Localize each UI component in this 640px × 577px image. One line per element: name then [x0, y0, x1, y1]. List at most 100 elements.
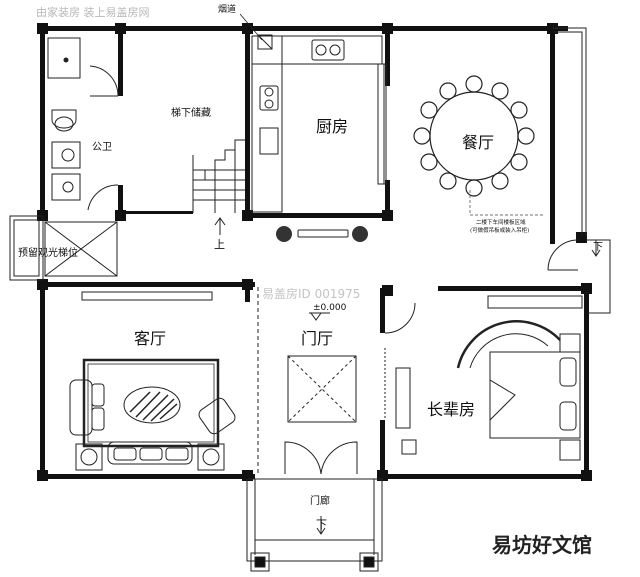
- wall-elder-left-low: [380, 420, 385, 478]
- porch-column: [359, 552, 379, 572]
- window-shelf: [297, 229, 349, 238]
- dining-note-2: (可做假吊板或装入吊柜): [470, 226, 529, 234]
- stair-up-label: 上: [214, 238, 225, 251]
- bath-door-swing: [89, 65, 119, 97]
- wall-elder-top: [438, 286, 588, 291]
- tv-cabinet: [81, 291, 213, 301]
- column: [115, 23, 126, 34]
- counter-side: [251, 35, 283, 213]
- side-door: [547, 239, 579, 271]
- column: [581, 283, 592, 294]
- toilet-icon: [51, 109, 77, 129]
- wall-bath-right-low: [118, 185, 123, 217]
- elder-door-swing: [384, 302, 416, 334]
- staircase: [192, 139, 245, 235]
- wall-kitchen-left: [245, 26, 250, 218]
- sofa-bottom: [107, 441, 193, 465]
- porch-down-label: 下: [316, 518, 327, 531]
- wall-storage-bottom: [123, 211, 193, 214]
- sink-icon: [61, 148, 75, 162]
- column: [115, 210, 126, 221]
- wall-kitchen-right-low: [385, 180, 390, 218]
- plant-icon: [352, 226, 368, 242]
- column: [37, 470, 48, 481]
- coffee-table: [123, 386, 181, 424]
- bed: [489, 351, 581, 439]
- column: [37, 279, 48, 290]
- stove-icon: [311, 39, 345, 61]
- side-table-left: [75, 443, 103, 471]
- sink-icon: [259, 85, 279, 111]
- elevator-label: 预留观光梯位: [18, 246, 78, 259]
- porch-column: [250, 552, 270, 572]
- wall-bottom-elder: [380, 474, 588, 479]
- wall-mid-horizontal: [40, 282, 255, 287]
- elder-room-label: 长辈房: [427, 400, 475, 419]
- wall-right-dining: [550, 26, 555, 244]
- wall-living-right: [245, 282, 250, 302]
- wall-kitchen-right: [385, 26, 390, 86]
- ceiling-feature: [287, 355, 357, 423]
- bathroom-fixtures: [47, 37, 119, 211]
- column: [242, 23, 253, 34]
- watermark-top-left: 由家装房 装上易盖房网: [36, 5, 150, 19]
- elevator-box: [9, 215, 118, 281]
- shower-drain-icon: [63, 57, 69, 63]
- wall-right-elder: [584, 286, 589, 479]
- bathroom-label: 公卫: [92, 142, 112, 153]
- dining-label: 餐厅: [462, 133, 494, 152]
- side-step-arrow: [591, 240, 601, 257]
- storage-label: 梯下储藏: [171, 106, 211, 119]
- rug: [82, 358, 220, 448]
- balcony-lines: [553, 27, 611, 314]
- porch: [246, 478, 383, 572]
- wall-kitchen-bottom: [245, 213, 390, 218]
- sofa-left: [69, 379, 93, 436]
- kitchen-fixtures: [251, 34, 387, 238]
- side-down-label: 下: [593, 242, 603, 253]
- wall-bath-right: [118, 26, 123, 96]
- column: [242, 279, 253, 290]
- foyer-elements: [257, 287, 358, 475]
- washer: [51, 173, 81, 201]
- chimney-flue: [257, 34, 273, 50]
- living-furniture: [69, 291, 236, 471]
- side-table-right: [197, 443, 225, 471]
- round-rug: [456, 320, 561, 369]
- column: [377, 470, 388, 481]
- dining-note-1: 二楼下车间楼板区域: [476, 218, 526, 226]
- shower-area: [47, 37, 81, 79]
- watermark-center: 易盖房ID 001975: [262, 286, 360, 301]
- wall-elder-left: [380, 288, 385, 333]
- column: [576, 232, 587, 243]
- armchair: [198, 397, 236, 435]
- wall-left-upper: [40, 26, 45, 214]
- dining-note-box: [469, 190, 545, 216]
- column: [242, 470, 253, 481]
- wall-bottom-living: [40, 474, 255, 479]
- watermark-bottom-right: 易坊好文馆: [492, 533, 592, 557]
- wall-left-lower: [40, 282, 45, 478]
- chair: [401, 439, 417, 455]
- chairs: [413, 75, 535, 197]
- column: [547, 23, 558, 34]
- desk: [395, 367, 411, 429]
- column: [382, 285, 393, 296]
- wardrobe: [487, 295, 583, 309]
- vanity: [51, 141, 81, 169]
- elder-room-furniture: [384, 295, 583, 461]
- foyer-label: 门厅: [301, 329, 333, 348]
- plants: [276, 226, 368, 242]
- coffee-table-hatch: [129, 391, 178, 422]
- column: [242, 210, 253, 221]
- elevation-marker: [310, 312, 322, 321]
- chimney-leader: [239, 13, 263, 41]
- walls: [40, 26, 589, 479]
- bath-door-lower: [87, 184, 119, 211]
- counter-right: [377, 63, 387, 185]
- porch-label: 门廊: [310, 494, 330, 507]
- nightstand: [559, 333, 581, 353]
- wall-top: [40, 26, 568, 31]
- entry-door: [284, 441, 322, 475]
